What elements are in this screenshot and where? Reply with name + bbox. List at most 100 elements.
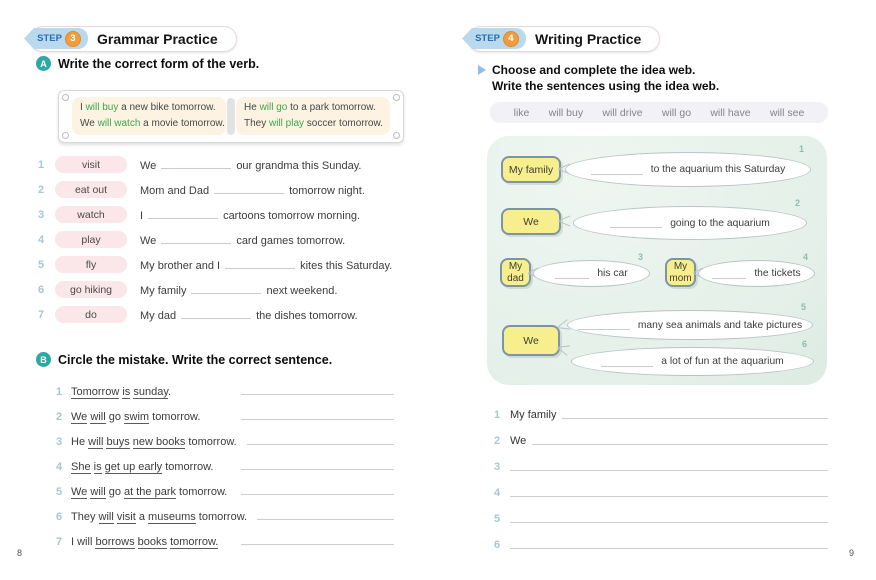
writing-line-row: 2 We — [494, 424, 828, 450]
mistake-item-row: 1 Tomorrow is sunday. — [56, 376, 396, 401]
section-a-title: Write the correct form of the verb. — [58, 56, 260, 71]
example-panel-right: He will go to a park tomorrow. They will… — [236, 97, 390, 135]
section-b-heading: B Circle the mistake. Write the correct … — [36, 352, 332, 367]
answer-blank — [590, 165, 643, 175]
item-number: 3 — [494, 461, 501, 473]
item-number: 6 — [494, 539, 501, 551]
sentence-pre: We — [140, 160, 157, 172]
page-number-left: 8 — [17, 548, 23, 558]
underlined-word: will — [98, 511, 114, 524]
verb-pill: go hiking — [55, 281, 127, 298]
answer-line — [241, 493, 394, 495]
example-box-connector — [227, 98, 235, 135]
answer-blank — [161, 232, 232, 244]
bubble-text: his car — [597, 268, 628, 279]
instruction-text: Choose and complete the idea web. Write … — [492, 62, 719, 94]
underlined-word: borrows — [95, 536, 135, 549]
underlined-word: is — [93, 461, 102, 474]
highlighted-verb: will buy — [85, 102, 119, 113]
mistake-list: 1 Tomorrow is sunday. 2 We will go swim … — [56, 376, 396, 551]
sentence-pre: My dad — [140, 310, 177, 322]
sentence: She is get up early tomorrow. — [71, 461, 214, 474]
underlined-word: tomorrow. — [170, 536, 219, 549]
idea-web-panel: My family to the aquarium this Saturday … — [487, 136, 827, 385]
item-number: 2 — [38, 183, 45, 196]
example-sentence: They will play soccer tomorrow. — [244, 118, 383, 129]
mistake-item-row: 3 He will buys new books tomorrow. — [56, 426, 396, 451]
mistake-item-row: 4 She is get up early tomorrow. — [56, 451, 396, 476]
screw-icon — [62, 132, 69, 139]
bubble-number: 6 — [801, 339, 807, 349]
idea-web-node: We — [501, 208, 561, 235]
step-label: STEP — [475, 33, 500, 44]
section-a-icon: A — [36, 56, 51, 71]
writing-line-row: 5 — [494, 502, 828, 528]
underlined-word: will — [90, 486, 106, 499]
underlined-word: swim — [124, 411, 150, 424]
verb-pill: watch — [55, 206, 127, 223]
underlined-word: is — [122, 386, 131, 399]
step4-badge: Writing Practice STEP 4 — [462, 26, 661, 52]
answer-line — [510, 521, 828, 523]
idea-web-bubble: a lot of fun at the aquarium 6 — [571, 339, 814, 376]
sentence: They will visit a museums tomorrow. — [71, 511, 248, 524]
word-bank-item: will go — [661, 106, 692, 119]
sentence-post: card games tomorrow. — [236, 235, 346, 247]
item-number: 5 — [38, 258, 45, 271]
item-number: 1 — [56, 386, 63, 398]
answer-blank — [225, 257, 296, 269]
idea-web-bubble: the tickets 4 — [698, 252, 815, 287]
word-bank-item: like — [513, 106, 530, 119]
section-b-icon: B — [36, 352, 51, 367]
section-a-heading: A Write the correct form of the verb. — [36, 56, 259, 71]
sentence: My dad the dishes tomorrow. — [140, 307, 358, 322]
mistake-item-row: 6 They will visit a museums tomorrow. — [56, 501, 396, 526]
right-page: Writing Practice STEP 4 Choose and compl… — [438, 0, 876, 580]
item-number: 4 — [38, 233, 45, 246]
line-pre: We — [510, 435, 527, 447]
triangle-bullet-icon — [478, 65, 486, 75]
bubble-number: 1 — [798, 144, 804, 154]
word-bank-item: will buy — [548, 106, 584, 119]
answer-blank — [181, 307, 252, 319]
left-page: Grammar Practice STEP 3 A Write the corr… — [17, 26, 410, 558]
line-pre: My family — [510, 409, 557, 421]
idea-web-node: My mom — [665, 258, 696, 287]
idea-web-node: We — [502, 325, 560, 356]
underlined-word: books — [137, 536, 167, 549]
answer-blank — [191, 282, 262, 294]
step3-badge: Grammar Practice STEP 3 — [24, 26, 237, 52]
underlined-word: at the park — [124, 486, 176, 499]
word-bank-item: will see — [769, 106, 805, 119]
sentence-post: the dishes tomorrow. — [256, 310, 358, 322]
sentence: Tomorrow is sunday. — [71, 386, 172, 399]
sentence-post: cartoons tomorrow morning. — [223, 210, 361, 222]
step-arrow-icon: STEP 3 — [24, 28, 88, 49]
instruction: Choose and complete the idea web. Write … — [478, 62, 719, 94]
answer-line — [257, 518, 394, 520]
underlined-word: She — [71, 461, 91, 474]
answer-blank — [712, 269, 747, 279]
bubble-number: 5 — [800, 302, 806, 312]
item-number: 3 — [56, 436, 63, 448]
sentence: We will go swim tomorrow. — [71, 411, 201, 424]
answer-blank — [161, 157, 232, 169]
bubble-text: many sea animals and take pictures — [637, 319, 803, 331]
step-number-badge: 3 — [64, 30, 81, 47]
idea-web-bubble: to the aquarium this Saturday 1 — [565, 144, 811, 187]
connector-icon — [556, 319, 571, 330]
writing-line-row: 4 — [494, 476, 828, 502]
sentence-pre: My brother and I — [140, 260, 221, 272]
verb-pill: do — [55, 306, 127, 323]
bubble-text: going to the aquarium — [670, 217, 770, 229]
item-number: 1 — [494, 409, 501, 421]
